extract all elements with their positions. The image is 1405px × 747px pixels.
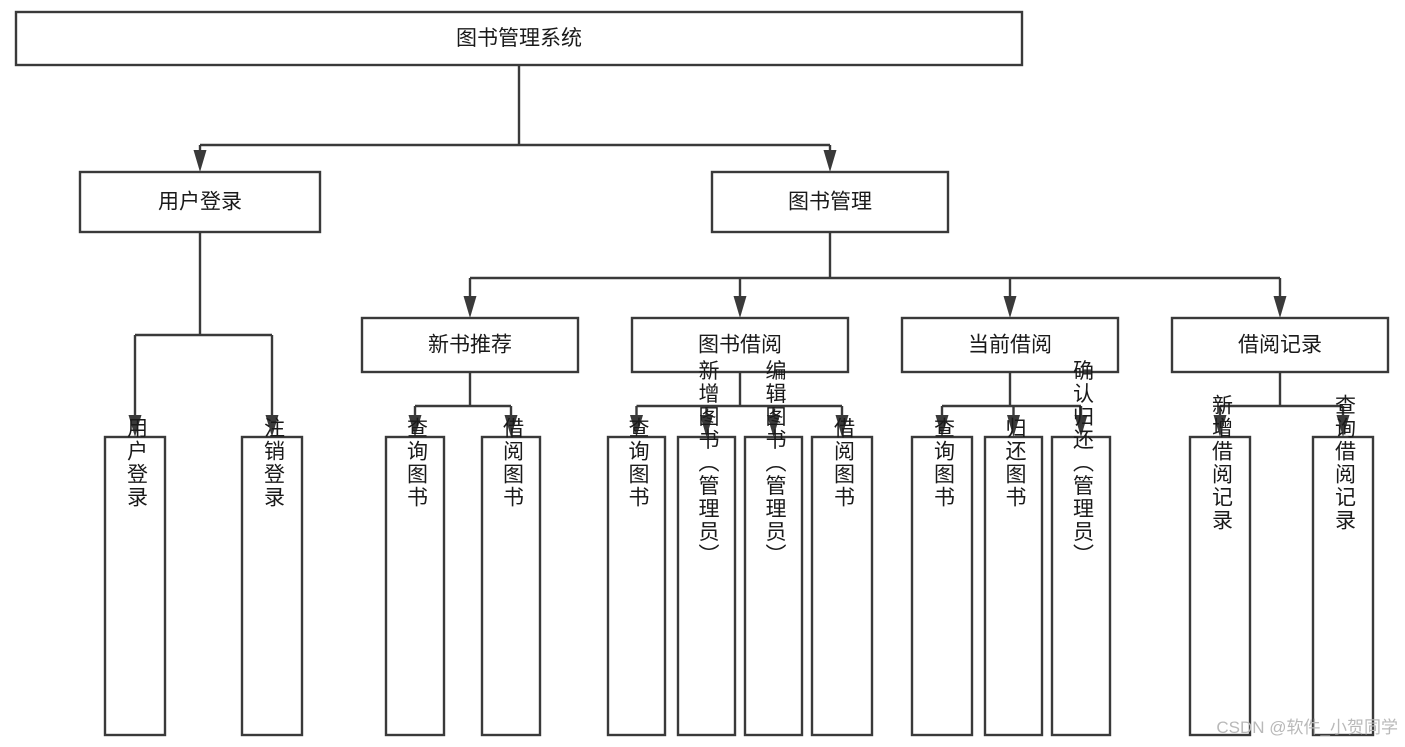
node-l4-user-logout[interactable]: 注销登录 xyxy=(240,417,304,737)
node-box[interactable] xyxy=(1050,435,1112,737)
node-l4-rec-query[interactable]: 查询借阅记录 xyxy=(1311,394,1375,737)
node-label: 借阅记录 xyxy=(1238,334,1322,357)
node-label: 注销登录 xyxy=(261,417,285,509)
node-label: 用户登录 xyxy=(124,417,148,509)
node-box[interactable] xyxy=(910,435,974,737)
node-box[interactable] xyxy=(103,435,167,737)
node-label: 查询借阅记录 xyxy=(1332,394,1356,532)
node-l4-bk-add[interactable]: 新增图书（管理员） xyxy=(676,360,737,737)
node-label: 编辑图书（管理员） xyxy=(763,360,787,567)
node-l4-bk-query[interactable]: 查询图书 xyxy=(606,417,667,737)
connector-l2_book_manage xyxy=(463,232,1287,318)
node-box[interactable] xyxy=(78,170,322,234)
node-label: 新书推荐 xyxy=(428,334,512,357)
node-l3-current[interactable]: 当前借阅 xyxy=(900,316,1120,374)
node-box[interactable] xyxy=(384,435,446,737)
node-layer: 图书管理系统用户登录图书管理新书推荐图书借阅当前借阅借阅记录用户登录注销登录查询… xyxy=(14,10,1390,737)
node-box[interactable] xyxy=(710,170,950,234)
node-label: 当前借阅 xyxy=(968,334,1052,357)
node-l4-nb-query[interactable]: 查询图书 xyxy=(384,417,446,737)
node-l3-new-book[interactable]: 新书推荐 xyxy=(360,316,580,374)
connector-l3_borrow xyxy=(630,372,849,437)
node-l2-book-manage[interactable]: 图书管理 xyxy=(710,170,950,234)
node-l4-cur-confirm[interactable]: 确认归还（管理员） xyxy=(1050,360,1112,737)
connector-l3_new_book xyxy=(408,372,518,437)
node-label: 图书借阅 xyxy=(698,334,782,357)
node-l4-bk-edit[interactable]: 编辑图书（管理员） xyxy=(743,360,804,737)
node-label: 图书管理系统 xyxy=(456,27,582,50)
node-label: 用户登录 xyxy=(158,191,242,214)
node-label: 查询图书 xyxy=(404,417,428,509)
node-label: 确认归还（管理员） xyxy=(1070,360,1094,567)
node-root[interactable]: 图书管理系统 xyxy=(14,10,1024,67)
node-label: 新增借阅记录 xyxy=(1209,394,1233,532)
node-label: 新增图书（管理员） xyxy=(696,360,720,567)
node-label: 查询图书 xyxy=(626,417,650,509)
node-box[interactable] xyxy=(606,435,667,737)
node-label: 借阅图书 xyxy=(831,417,855,509)
node-box[interactable] xyxy=(240,435,304,737)
node-box[interactable] xyxy=(1170,316,1390,374)
node-box[interactable] xyxy=(14,10,1024,67)
node-l4-user-login[interactable]: 用户登录 xyxy=(103,417,167,737)
node-box[interactable] xyxy=(900,316,1120,374)
node-l4-bk-borrow[interactable]: 借阅图书 xyxy=(810,417,874,737)
connector-l3_record xyxy=(1213,372,1350,437)
node-label: 图书管理 xyxy=(788,191,872,214)
node-box[interactable] xyxy=(1311,435,1375,737)
connector-root xyxy=(193,65,837,172)
node-l4-cur-return[interactable]: 归还图书 xyxy=(983,417,1044,737)
node-box[interactable] xyxy=(1188,435,1252,737)
node-l4-cur-query[interactable]: 查询图书 xyxy=(910,417,974,737)
node-box[interactable] xyxy=(676,435,737,737)
node-label: 归还图书 xyxy=(1003,417,1027,509)
node-box[interactable] xyxy=(810,435,874,737)
csdn-watermark: CSDN @软件_小贺同学 xyxy=(1216,718,1398,737)
node-box[interactable] xyxy=(743,435,804,737)
node-l4-rec-add[interactable]: 新增借阅记录 xyxy=(1188,394,1252,737)
node-box[interactable] xyxy=(983,435,1044,737)
connector-l2_user_login xyxy=(128,232,279,437)
node-l3-borrow[interactable]: 图书借阅 xyxy=(630,316,850,374)
node-box[interactable] xyxy=(630,316,850,374)
node-label: 借阅图书 xyxy=(500,417,524,509)
connector-layer xyxy=(128,65,1350,437)
connector-l3_current xyxy=(935,372,1088,437)
node-l3-record[interactable]: 借阅记录 xyxy=(1170,316,1390,374)
node-l2-user-login[interactable]: 用户登录 xyxy=(78,170,322,234)
node-box[interactable] xyxy=(360,316,580,374)
node-l4-nb-borrow[interactable]: 借阅图书 xyxy=(480,417,542,737)
node-label: 查询图书 xyxy=(931,417,955,509)
node-box[interactable] xyxy=(480,435,542,737)
